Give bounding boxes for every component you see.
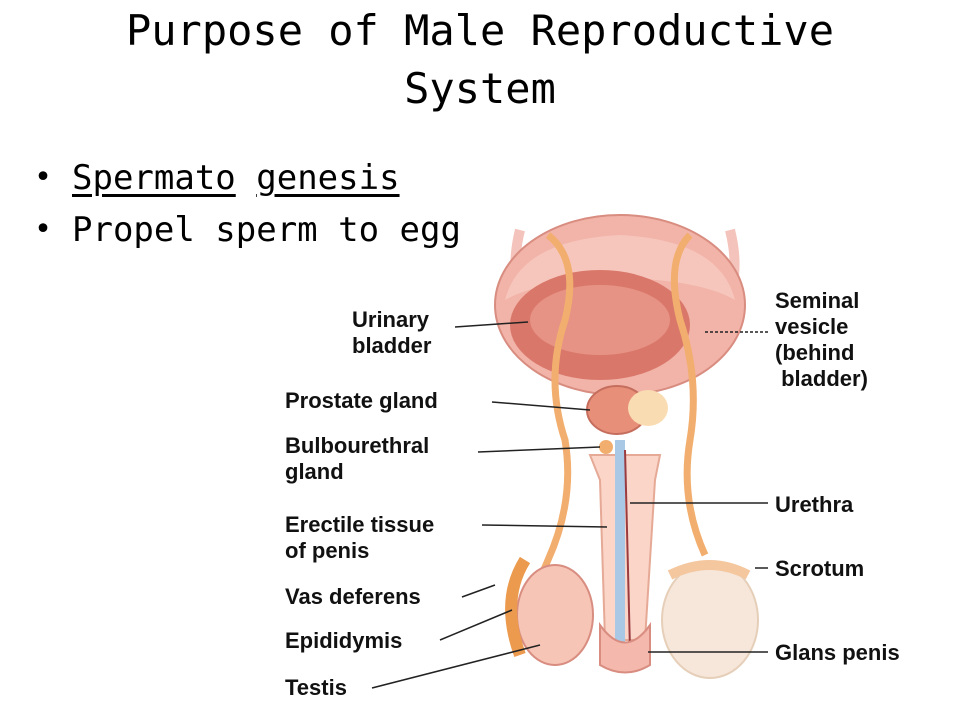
- leader-epididymis: [439, 609, 513, 641]
- leader-testis: [371, 644, 541, 689]
- leader-prostate: [491, 401, 591, 411]
- testis-left: [516, 564, 594, 666]
- bulbourethral-shape: [599, 440, 613, 454]
- glans-shape: [599, 621, 651, 674]
- bullet-text: Propel sperm to egg: [72, 210, 461, 250]
- bullet-dot-icon: •: [34, 160, 53, 195]
- label-prostate-gland: Prostate gland: [285, 388, 438, 413]
- label-scrotum: Scrotum: [775, 556, 865, 581]
- leader-lines: [371, 321, 768, 689]
- leader-erectile: [481, 524, 608, 528]
- label-testis: Testis: [285, 675, 347, 700]
- bullet-part-spermato: Spermato: [72, 158, 236, 198]
- slide-title: Purpose of Male Reproductive System: [40, 2, 920, 118]
- bullet-dot-icon: •: [34, 212, 53, 247]
- bullet-part-genesis: genesis: [256, 158, 400, 198]
- label-urethra: Urethra: [775, 492, 854, 517]
- title-line-1: Purpose of Male Reproductive: [125, 6, 834, 55]
- epididymis-shape: [505, 556, 531, 658]
- scrotum-shape: [661, 561, 759, 679]
- bullet-list: • Spermato genesis • Propel sperm to egg: [34, 152, 474, 256]
- leader-bulbourethral: [477, 446, 601, 453]
- bullet-item: • Propel sperm to egg: [34, 204, 474, 256]
- urethra-shape: [615, 440, 625, 650]
- title-line-2: System: [404, 64, 556, 113]
- label-epididymis: Epididymis: [285, 628, 403, 653]
- leader-urinary-bladder: [454, 321, 529, 328]
- leader-vas-deferens: [461, 584, 496, 598]
- label-vas-deferens: Vas deferens: [285, 584, 421, 609]
- label-glans-penis: Glans penis: [775, 640, 900, 665]
- vas-deferens-right: [670, 232, 709, 557]
- bullet-item: • Spermato genesis: [34, 152, 474, 204]
